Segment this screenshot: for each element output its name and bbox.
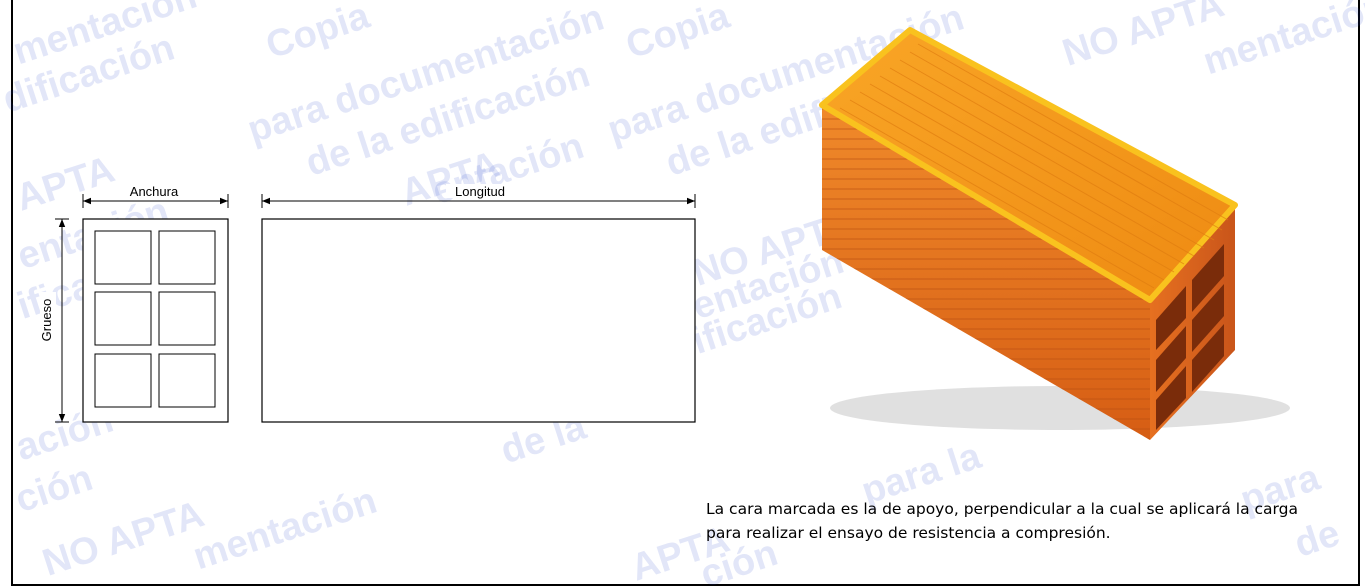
brick-hole [94,291,152,346]
brick-3d-illustration [819,27,1290,440]
thickness-label: Grueso [39,299,54,342]
brick-hole [94,230,152,285]
brick-bearing-face [819,27,1238,303]
width-label: Anchura [130,184,179,199]
length-label: Longitud [455,184,505,199]
brick-hole [158,291,216,346]
figure-frame [11,0,1360,586]
brick-hole [158,353,216,408]
figure-caption: La cara marcada es la de apoyo, perpendi… [706,500,1298,542]
brick-hole [158,230,216,285]
brick-side-view [261,218,696,423]
brick-hole [94,353,152,408]
